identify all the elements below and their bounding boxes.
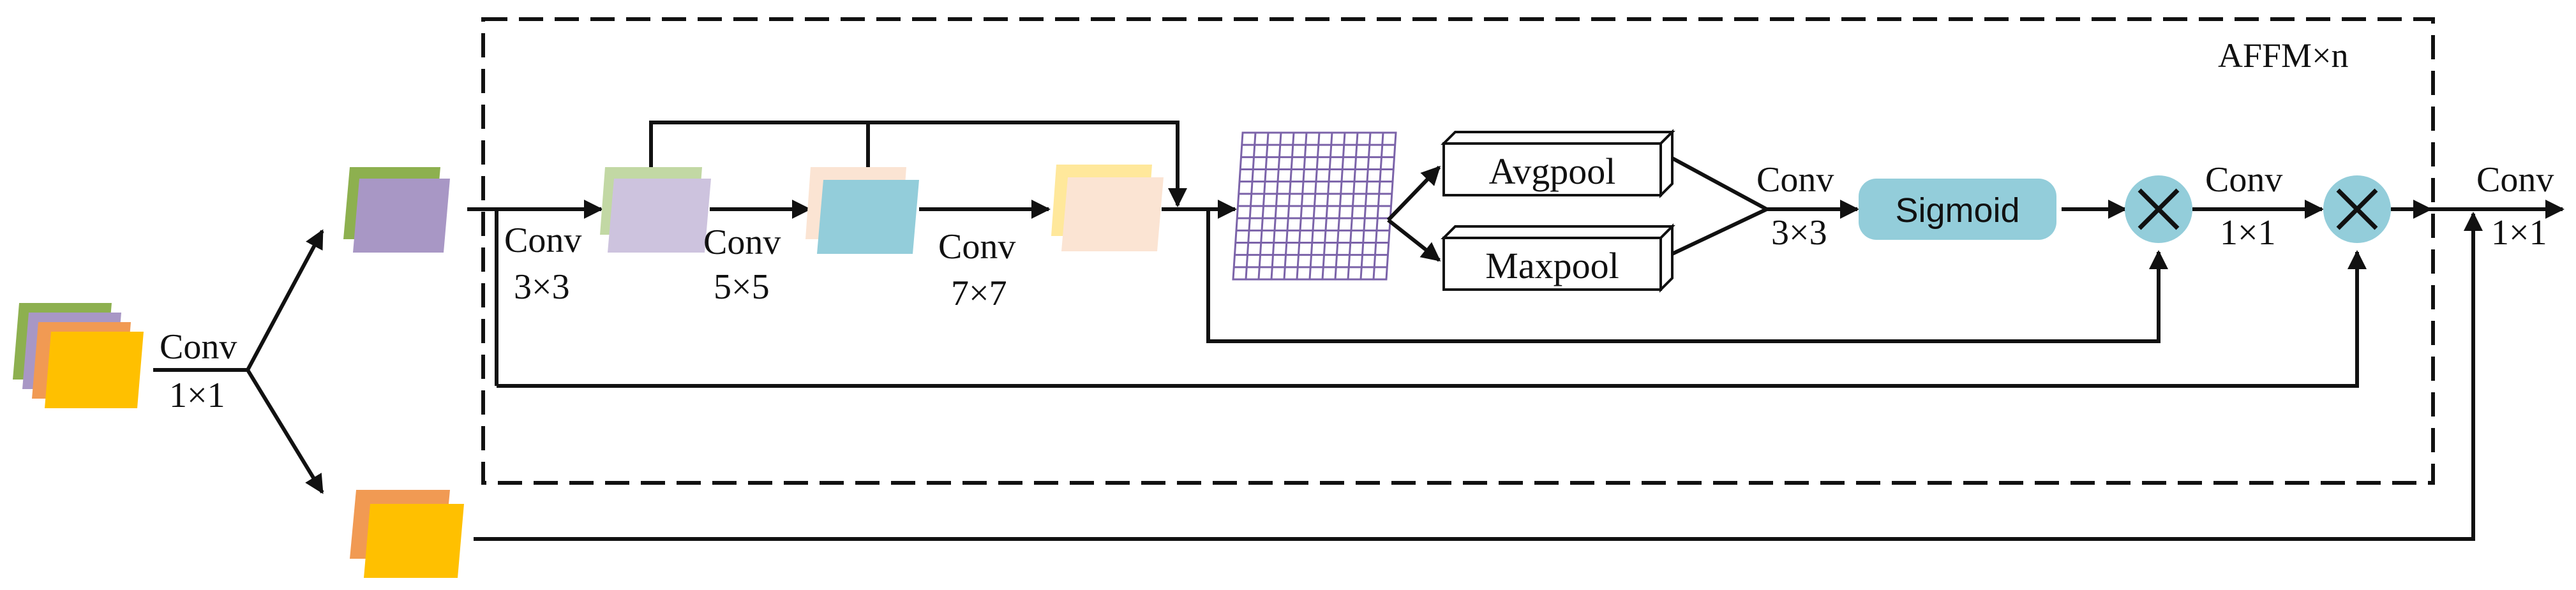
avgpool-label: Avgpool — [1489, 151, 1616, 192]
maxpool-label: Maxpool — [1485, 245, 1619, 286]
maxpool-box: Maxpool — [1441, 223, 1675, 293]
branch-feature-map-purple — [353, 179, 450, 253]
conv-mid-size: 1×1 — [2220, 213, 2276, 253]
conv-c-size: 7×7 — [951, 274, 1007, 313]
conv-c-name: Conv — [938, 227, 1015, 267]
affm-module-boundary — [481, 17, 2435, 485]
module-title: AFFM×n — [2218, 36, 2349, 75]
bypass-feature-map-yellow — [364, 504, 464, 578]
stage2-front-map — [817, 180, 919, 254]
avgpool-box: Avgpool — [1441, 129, 1675, 198]
avgpool-merge-line — [1671, 156, 1768, 211]
sigmoid-box — [1859, 179, 2056, 240]
conv-a-name: Conv — [504, 221, 581, 260]
feature-grid — [1232, 131, 1397, 281]
conv-b-size: 5×5 — [714, 267, 770, 307]
maxpool-merge-line — [1671, 207, 1768, 256]
stage1-front-map — [608, 179, 711, 253]
conv-b-name: Conv — [703, 223, 781, 262]
conv-attn-name: Conv — [1756, 160, 1834, 200]
conv-attn-size: 3×3 — [1771, 213, 1827, 253]
multiply-icon — [2323, 175, 2391, 243]
input-feature-map-yellow — [45, 332, 144, 408]
conv-a-size: 3×3 — [514, 267, 570, 307]
grid-line — [1372, 132, 1384, 280]
top-skip-connection — [649, 121, 1187, 207]
conv-input-size: 1×1 — [169, 376, 225, 415]
stage3-front-map — [1061, 177, 1164, 251]
grid-to-avgpool-arrow — [1386, 165, 1441, 222]
sigmoid-label: Sigmoid — [1895, 191, 2019, 230]
split-arrow-lower — [246, 369, 324, 494]
long-skip-connection — [497, 250, 2367, 388]
conv-output-name: Conv — [2476, 160, 2554, 200]
multiply-icon — [2125, 175, 2192, 243]
attention-skip-line — [1206, 209, 2168, 343]
conv-mid-name: Conv — [2205, 160, 2282, 200]
input-feature-stack — [13, 303, 144, 408]
conv-output-size: 1×1 — [2491, 213, 2547, 253]
bypass-connection — [474, 212, 2483, 541]
grid-to-maxpool-arrow — [1387, 218, 1441, 262]
split-arrow-upper — [246, 229, 324, 371]
conv-input-name: Conv — [160, 327, 237, 367]
